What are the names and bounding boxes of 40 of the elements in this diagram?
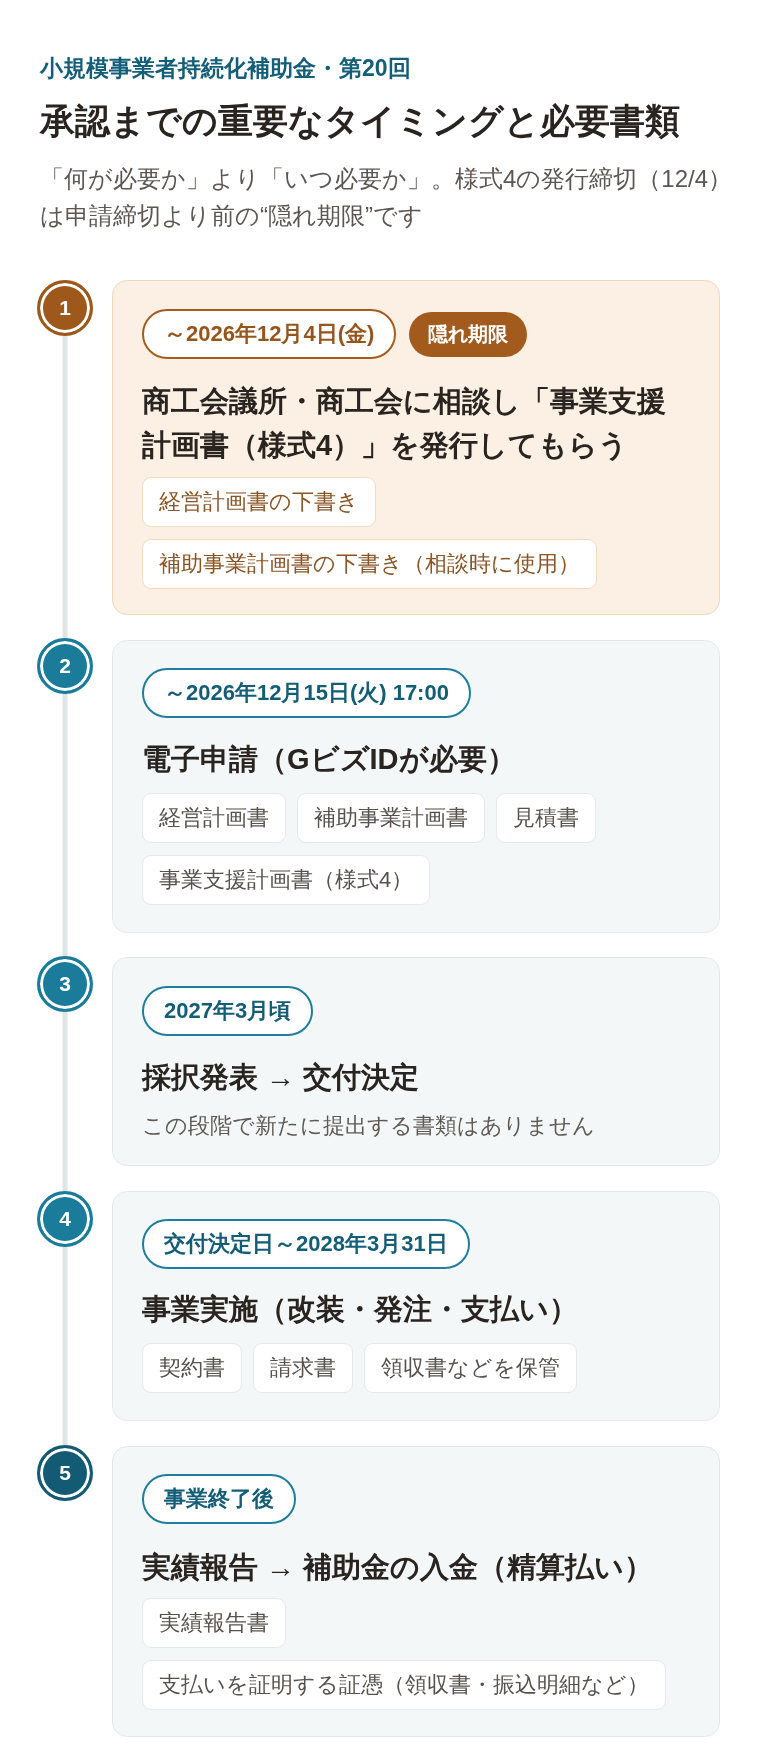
step-card [112, 640, 720, 933]
step-heading: 商工会議所・商工会に相談し「事業支援計画書（様式4）」を発行してもらう [142, 384, 667, 463]
step-heading: 事業実施（改装・発注・支払い） [142, 1292, 579, 1327]
document-tag: 請求書 [253, 1343, 353, 1393]
step-number: 1 [37, 280, 93, 336]
document-tag: 事業支援計画書（様式4） [142, 855, 431, 905]
step-number: 3 [37, 956, 93, 1012]
document-tag: 経営計画書 [142, 793, 286, 843]
step-heading: 実績報告 → 補助金の入金（精算払い） [142, 1550, 655, 1585]
document-tag: 補助事業計画書の下書き（相談時に使用） [142, 539, 597, 589]
date-pill: 2027年3月頃 [142, 986, 314, 1036]
document-tag: 実績報告書 [142, 1598, 286, 1648]
document-tag: 支払いを証明する証憑（領収書・振込明細など） [142, 1660, 666, 1710]
date-pill: 事業終了後 [142, 1474, 296, 1524]
lead-text: 「何が必要か」より「いつ必要か」。様式4の発行締切（12/4）は申請締切より前の“隠れ期限”です [40, 164, 734, 231]
step-card [112, 957, 720, 1166]
deadline-badge: 隠れ期限 [409, 312, 527, 357]
step-heading: 採択発表 → 交付決定 [142, 1060, 421, 1095]
step-number: 4 [37, 1191, 93, 1247]
date-pill: 交付決定日～2028年3月31日 [142, 1219, 470, 1269]
document-tag: 補助事業計画書 [297, 793, 485, 843]
timeline-line [62, 1012, 68, 1191]
document-tag: 契約書 [142, 1343, 242, 1393]
document-tag: 経営計画書の下書き [142, 477, 376, 527]
timeline-line [62, 336, 68, 638]
step-card [112, 1191, 720, 1421]
page-title: 承認までの重要なタイミングと必要書類 [40, 100, 680, 142]
series-heading: 小規模事業者持続化補助金・第20回 [40, 54, 411, 83]
step-heading: 電子申請（GビズIDが必要） [142, 742, 517, 777]
timeline-line [62, 1247, 68, 1445]
timeline-line [62, 694, 68, 956]
date-pill: ～2026年12月15日(火) 17:00 [142, 668, 471, 718]
step-card [112, 1446, 720, 1737]
step-number: 5 [37, 1445, 93, 1501]
document-tag: 領収書などを保管 [364, 1343, 577, 1393]
date-pill: ～2026年12月4日(金) [142, 309, 397, 359]
step-note: この段階で新たに提出する書類はありません [142, 1112, 595, 1140]
step-card [112, 280, 720, 615]
step-number: 2 [37, 638, 93, 694]
document-tag: 見積書 [496, 793, 596, 843]
